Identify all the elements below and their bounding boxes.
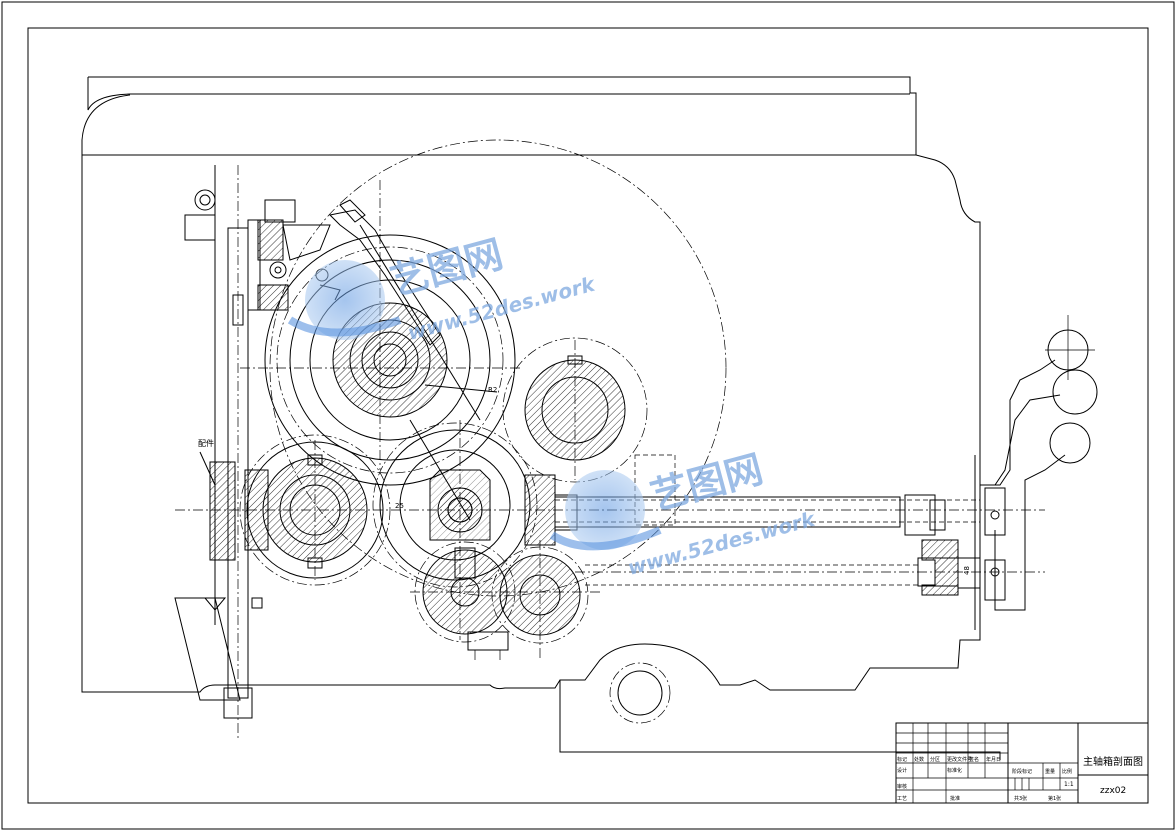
tb-row-approve: 批准 (950, 795, 960, 802)
watermark-url-2: www.52des.work (625, 506, 819, 579)
tb-row-process: 工艺 (897, 796, 907, 802)
dimension-r: R2 (488, 386, 497, 394)
watermark-logo-upper: 艺图网 www.52des.work (287, 232, 599, 345)
upper-left-bracket (247, 199, 331, 311)
right-gear (502, 337, 648, 483)
tb-row-doc: 更改文件号 (947, 756, 972, 763)
tb-col-stage: 阶段标记 (1012, 768, 1032, 775)
tb-sheet-no: 第1张 (1048, 795, 1061, 802)
tb-code: zzx02 (1100, 786, 1126, 796)
dimension-a: 25 (395, 502, 404, 510)
tb-row-count: 处数 (914, 756, 924, 763)
watermark-logo-lower: 艺图网 www.52des.work (549, 447, 819, 580)
part-label: 配件 (198, 438, 214, 448)
tb-col-scale: 比例 (1062, 768, 1072, 775)
left-shaft (174, 165, 263, 740)
right-handle (974, 315, 1098, 630)
tb-title: 主轴箱剖面图 (1083, 755, 1143, 768)
tb-row-date: 年月日 (986, 756, 1001, 763)
tb-row-std: 标准化 (947, 767, 962, 774)
tb-sheet-total: 共3张 (1014, 795, 1027, 802)
title-block: 标记 处数 分区 更改文件号 签名 年月日 设计 标准化 审核 工艺 批准 阶段… (895, 722, 1149, 804)
tb-row-sign: 签名 (969, 756, 979, 763)
linkage (328, 199, 498, 521)
left-coupling (199, 451, 269, 561)
tb-row-review: 审核 (897, 783, 907, 790)
inner-border (27, 27, 1149, 804)
dimension-b: 48 (963, 566, 971, 575)
housing-outline (81, 76, 1001, 760)
watermark-logo-text: 艺图网 (386, 232, 508, 304)
tb-col-weight: 重量 (1045, 768, 1055, 775)
tb-scale: 1:1 (1064, 781, 1074, 788)
watermark-logo-text-2: 艺图网 (646, 447, 768, 519)
tb-row-design: 设计 (897, 767, 907, 774)
tb-row-mark: 标记 (897, 756, 907, 763)
lower-gears (414, 541, 589, 660)
horizontal-shafts (524, 454, 981, 596)
tb-row-zone: 分区 (930, 756, 940, 763)
